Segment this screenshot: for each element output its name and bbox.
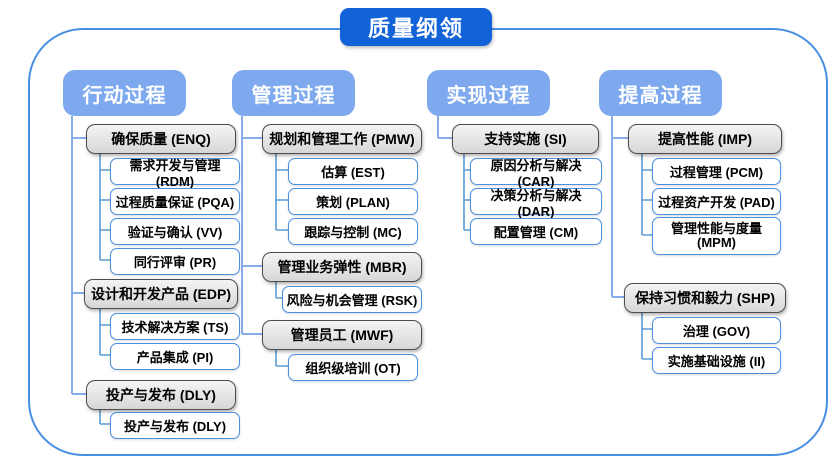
item-box-gov: 治理 (GOV) [652, 317, 781, 344]
item-box-dly-child: 投产与发布 (DLY) [110, 412, 240, 439]
group-box-dly: 投产与发布 (DLY) [86, 380, 236, 410]
trunk-connectors [71, 116, 628, 395]
column-header-action-process: 行动过程 [63, 70, 186, 116]
item-box-pqa: 过程质量保证 (PQA) [110, 188, 240, 215]
column-header-improvement-process: 提高过程 [599, 70, 722, 116]
group-box-shp: 保持习惯和毅力 (SHP) [624, 283, 786, 313]
item-box-pr: 同行评审 (PR) [110, 248, 240, 275]
column-header-implementation-process: 实现过程 [427, 70, 550, 116]
item-box-plan: 策划 (PLAN) [288, 188, 418, 215]
item-box-mc: 跟踪与控制 (MC) [288, 218, 418, 245]
item-box-pad: 过程资产开发 (PAD) [652, 188, 781, 215]
item-box-est: 估算 (EST) [288, 158, 418, 185]
group-box-mbr: 管理业务弹性 (MBR) [262, 252, 422, 282]
item-box-cm: 配置管理 (CM) [470, 218, 602, 245]
diagram-title: 质量纲领 [340, 8, 492, 46]
item-box-rsk: 风险与机会管理 (RSK) [282, 286, 422, 313]
child-connectors [99, 152, 652, 425]
item-box-ts: 技术解决方案 (TS) [110, 313, 240, 340]
group-box-pmw: 规划和管理工作 (PMW) [262, 124, 422, 154]
group-box-enq: 确保质量 (ENQ) [86, 124, 236, 154]
item-box-ot: 组织级培训 (OT) [288, 354, 418, 381]
group-box-si: 支持实施 (SI) [452, 124, 599, 154]
group-box-mwf: 管理员工 (MWF) [262, 320, 422, 350]
item-box-dar: 决策分析与解决 (DAR) [470, 188, 602, 219]
item-box-car: 原因分析与解决 (CAR) [470, 158, 602, 189]
item-box-rdm: 需求开发与管理 (RDM) [110, 158, 240, 189]
item-box-pi: 产品集成 (PI) [110, 343, 240, 370]
item-box-pcm: 过程管理 (PCM) [652, 158, 781, 185]
column-header-management-process: 管理过程 [232, 70, 355, 116]
item-box-ii: 实施基础设施 (II) [652, 347, 781, 374]
group-box-edp: 设计和开发产品 (EDP) [84, 279, 238, 309]
item-box-mpm: 管理性能与度量 (MPM) [652, 217, 781, 255]
item-box-vv: 验证与确认 (VV) [110, 218, 240, 245]
group-box-imp: 提高性能 (IMP) [628, 124, 782, 154]
